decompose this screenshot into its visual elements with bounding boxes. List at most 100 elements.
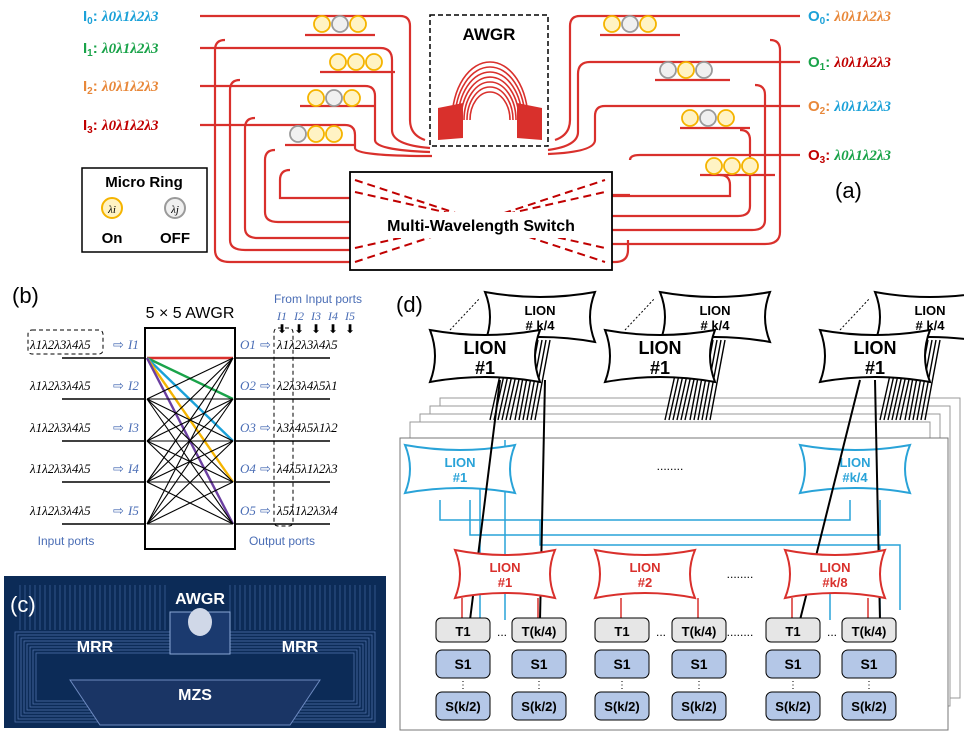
column-head: I1	[276, 309, 287, 323]
awgr-box	[429, 14, 549, 147]
tor-switch	[671, 617, 727, 643]
input-i1: I1: λ0λ1λ2λ3	[83, 40, 159, 59]
lion-name: LION	[639, 338, 682, 358]
lion-name: LION	[914, 303, 945, 318]
panel-b: (b) 5 × 5 AWGR From Input ports λ1λ2λ3λ4…	[12, 283, 362, 550]
server-label: S(k/2)	[445, 699, 480, 714]
input-row-port: I2	[127, 378, 139, 393]
lion-name: LION	[819, 560, 850, 575]
fiber-bundle	[676, 374, 688, 421]
back-lion: LION# k/4	[873, 290, 964, 344]
output-o1: O1: λ0λ1λ2λ3	[808, 54, 892, 73]
micro-ring-on	[349, 15, 367, 33]
lion-id: #1	[650, 358, 670, 378]
output-highlight-box	[273, 327, 294, 527]
server	[511, 691, 567, 721]
fiber-bundle	[672, 374, 684, 421]
switch-label: Multi-Wavelength Switch	[387, 218, 575, 235]
lion-name: LION	[464, 338, 507, 358]
panel-a-waveguides	[200, 14, 800, 264]
lion-shape	[428, 328, 542, 384]
micro-rings	[289, 15, 759, 175]
awgr-connection	[146, 398, 234, 525]
lion-id: #1	[498, 575, 512, 590]
arrow-icon: ⇨	[260, 337, 271, 352]
server	[435, 691, 491, 721]
lion-shape	[453, 548, 557, 600]
micro-ring-off	[659, 61, 677, 79]
arrow-icon: ⇨	[260, 503, 271, 518]
ellipsis-label: ...	[656, 625, 666, 639]
output-row-sequence: λ4λ5λ1λ2λ3	[276, 461, 338, 476]
server-label: S(k/2)	[521, 699, 556, 714]
red-lion: LION#2	[593, 548, 697, 600]
back-lion: LION# k/4	[483, 290, 597, 344]
red-lion: LION#1	[453, 548, 557, 600]
fiber-bundle	[924, 339, 941, 421]
lion-name: LION	[699, 303, 730, 318]
fiber-bundle	[891, 374, 903, 421]
down-arrow-icon: ⬇	[328, 322, 338, 336]
output-o3: O3: λ0λ1λ2λ3	[808, 147, 892, 166]
micro-ring-on	[603, 15, 621, 33]
back-lion: LION# k/4	[658, 290, 772, 344]
lion-shape	[603, 328, 717, 384]
awgr-star-coupler-right	[517, 103, 542, 140]
vertical-dots: ⋮	[788, 680, 798, 691]
output-row-port: O2	[240, 378, 256, 393]
panel-a-outputs: O0: λ0λ1λ2λ3 O1: λ0λ1λ2λ3 O2: λ0λ1λ2λ3 O…	[808, 8, 892, 166]
awgr-connection	[146, 357, 234, 483]
output-row-sequence: λ5λ1λ2λ3λ4	[276, 503, 338, 518]
dots-label: ........	[727, 625, 754, 639]
vertical-dots: ⋮	[617, 680, 627, 691]
lion-shape	[658, 290, 772, 344]
arrow-icon: ⇨	[113, 503, 124, 518]
panel-d-label: (d)	[396, 292, 423, 317]
fiber-bundle	[895, 374, 907, 421]
lion-name: LION	[444, 455, 475, 470]
micro-ring-off	[331, 15, 349, 33]
server	[765, 691, 821, 721]
tor-switch	[841, 617, 897, 643]
ring-on-icon	[101, 197, 123, 219]
lion-id: #k/8	[822, 575, 847, 590]
server	[594, 691, 650, 721]
lion-name: LION	[489, 560, 520, 575]
panel-a: AWGR Multi-Wavelength Switch I0: λ0λ1λ2λ…	[81, 8, 892, 271]
server	[671, 691, 727, 721]
dotted-link	[449, 297, 481, 331]
switch-label-bg	[365, 212, 605, 238]
micro-ring-on	[313, 15, 331, 33]
fiber-bundle	[497, 374, 509, 421]
dotted-link	[839, 297, 871, 331]
tor-label: T(k/4)	[682, 624, 717, 639]
micro-ring-on	[325, 125, 343, 143]
micro-ring-on	[365, 53, 383, 71]
panel-a-label: (a)	[835, 178, 862, 203]
lion-id: # k/4	[701, 318, 731, 333]
legend-on-label: On	[102, 230, 123, 247]
tor-label: T1	[614, 624, 629, 639]
server	[841, 649, 897, 679]
arrow-icon: ⇨	[260, 420, 271, 435]
dots-label: ........	[657, 459, 684, 473]
column-head: I4	[327, 309, 338, 323]
output-row-sequence: λ1λ2λ3λ4λ5	[276, 337, 338, 352]
arrow-icon: ⇨	[113, 378, 124, 393]
server	[841, 691, 897, 721]
lion-id: #2	[638, 575, 652, 590]
blue-lion: LION#k/4	[798, 443, 912, 495]
red-lion: LION#k/8	[783, 548, 887, 600]
output-row-port: O3	[240, 420, 256, 435]
legend-off-symbol: λj	[170, 204, 179, 216]
input-row-port: I1	[127, 337, 139, 352]
micro-ring-on	[741, 157, 759, 175]
vertical-dots: ⋮	[694, 680, 704, 691]
lion-shape	[873, 290, 964, 344]
micro-ring-on	[329, 53, 347, 71]
awgr-label: AWGR	[463, 25, 516, 44]
input-row-port: I4	[127, 461, 139, 476]
micro-ring-off	[325, 89, 343, 107]
